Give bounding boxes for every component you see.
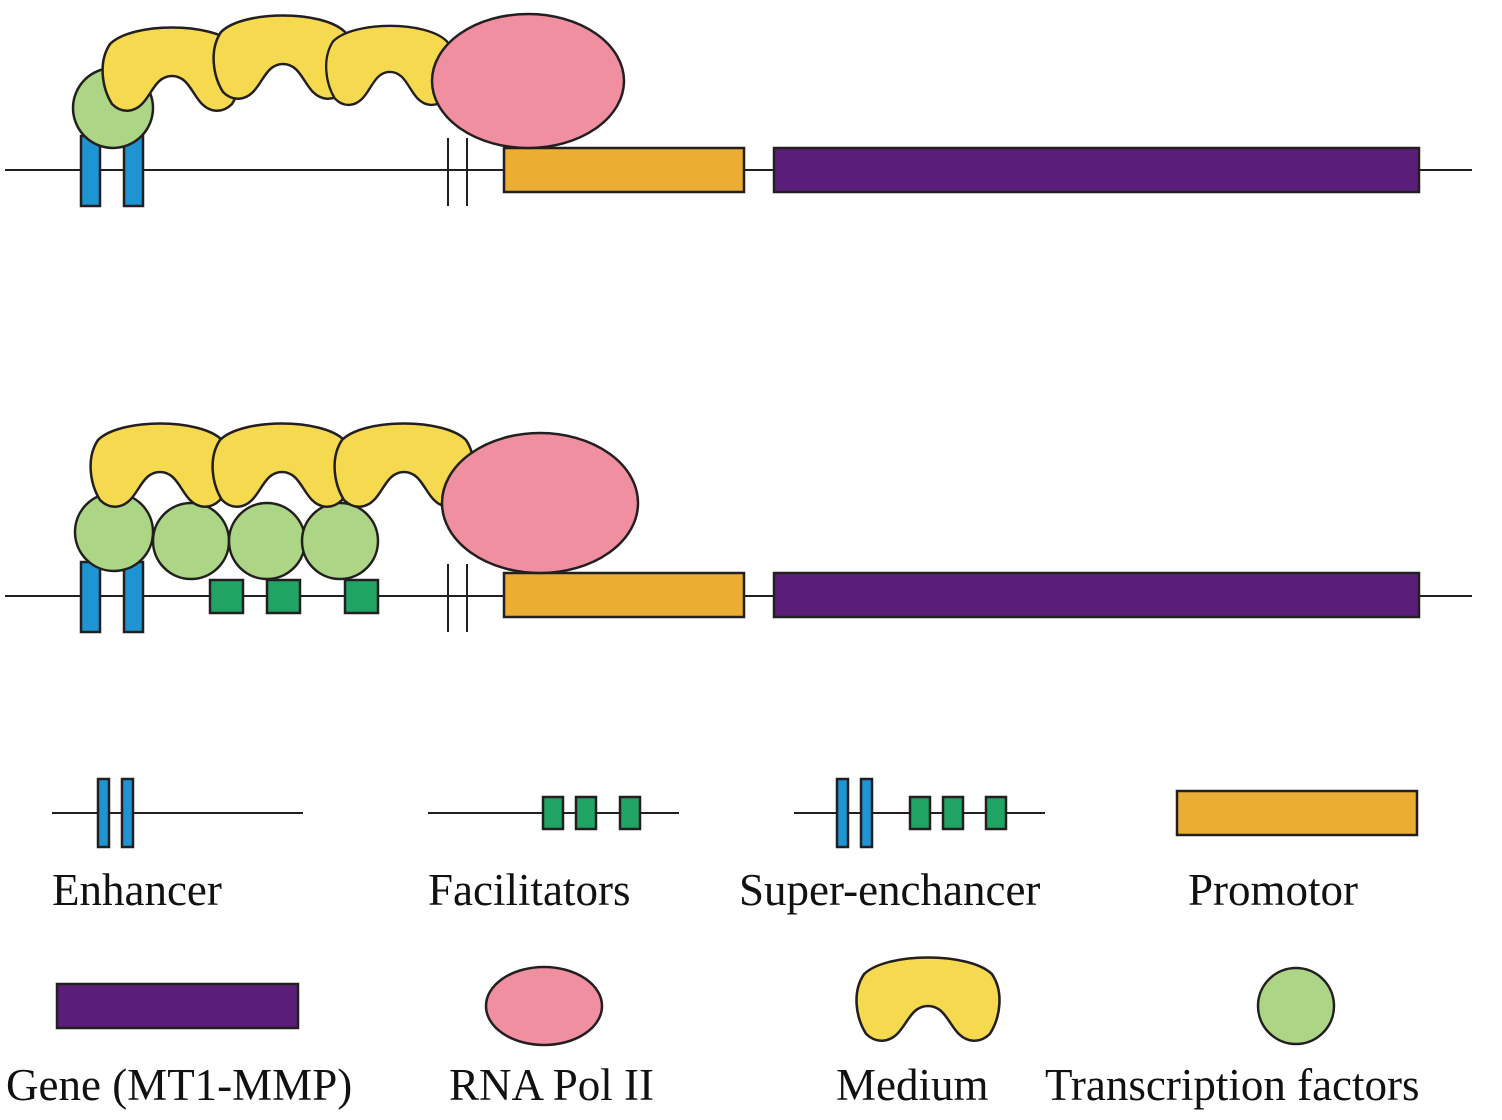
legend-enhancer: Enhancer (52, 777, 303, 915)
enhancer-model-panel (5, 12, 1472, 208)
transcription-factor (151, 501, 231, 581)
transcription-factor (1256, 966, 1336, 1046)
facilitator-element (984, 795, 1008, 831)
enhancer-element (122, 560, 145, 634)
facilitator-element (208, 578, 245, 615)
rna-pol-ii (484, 965, 604, 1047)
legend-label-medium: Medium (836, 1060, 989, 1110)
facilitator-element (343, 578, 380, 615)
legend-facilitators: Facilitators (428, 795, 679, 915)
enhancer-element (79, 134, 102, 208)
legend: Enhancer Facilitators Super-enchancer Pr… (6, 777, 1420, 1110)
medium-complex (855, 956, 1001, 1043)
enhancer-element (79, 560, 102, 634)
facilitator-element (908, 795, 932, 831)
super-enhancer-model-panel (5, 422, 1472, 634)
facilitator-element (541, 795, 565, 831)
medium-complex (211, 422, 353, 509)
legend-rna-pol: RNA Pol II (449, 965, 654, 1110)
facilitator-element (265, 578, 302, 615)
enhancer-element (120, 777, 135, 849)
enhancer-element (96, 777, 111, 849)
legend-label-promotor: Promotor (1188, 865, 1358, 915)
legend-super-enhancer: Super-enchancer (739, 777, 1045, 915)
enhancer-element (859, 777, 874, 849)
legend-gene: Gene (MT1-MMP) (6, 982, 352, 1110)
legend-label-facilitators: Facilitators (428, 865, 630, 915)
transcription-factor (227, 501, 307, 581)
facilitator-element (941, 795, 965, 831)
legend-label-super-enhancer: Super-enchancer (739, 865, 1040, 915)
transcription-factor (300, 501, 380, 581)
gene-block (772, 146, 1421, 194)
gene-block (55, 982, 300, 1030)
legend-label-transcription-factors: Transcription factors (1045, 1060, 1420, 1110)
rna-pol-ii (440, 431, 640, 575)
facilitator-element (618, 795, 642, 831)
promotor-block (502, 146, 746, 194)
legend-transcription-factors: Transcription factors (1045, 966, 1420, 1110)
promotor-block (502, 571, 746, 619)
gene-block (772, 571, 1421, 619)
promotor-block (1175, 789, 1419, 837)
medium-complex (89, 422, 231, 509)
legend-label-enhancer: Enhancer (52, 865, 222, 915)
enhancer-element (835, 777, 850, 849)
legend-label-gene: Gene (MT1-MMP) (6, 1060, 352, 1110)
facilitator-element (574, 795, 598, 831)
legend-label-rna-pol: RNA Pol II (449, 1060, 654, 1110)
legend-medium: Medium (836, 956, 1001, 1110)
legend-promotor: Promotor (1175, 789, 1419, 915)
rna-pol-ii (430, 12, 626, 150)
